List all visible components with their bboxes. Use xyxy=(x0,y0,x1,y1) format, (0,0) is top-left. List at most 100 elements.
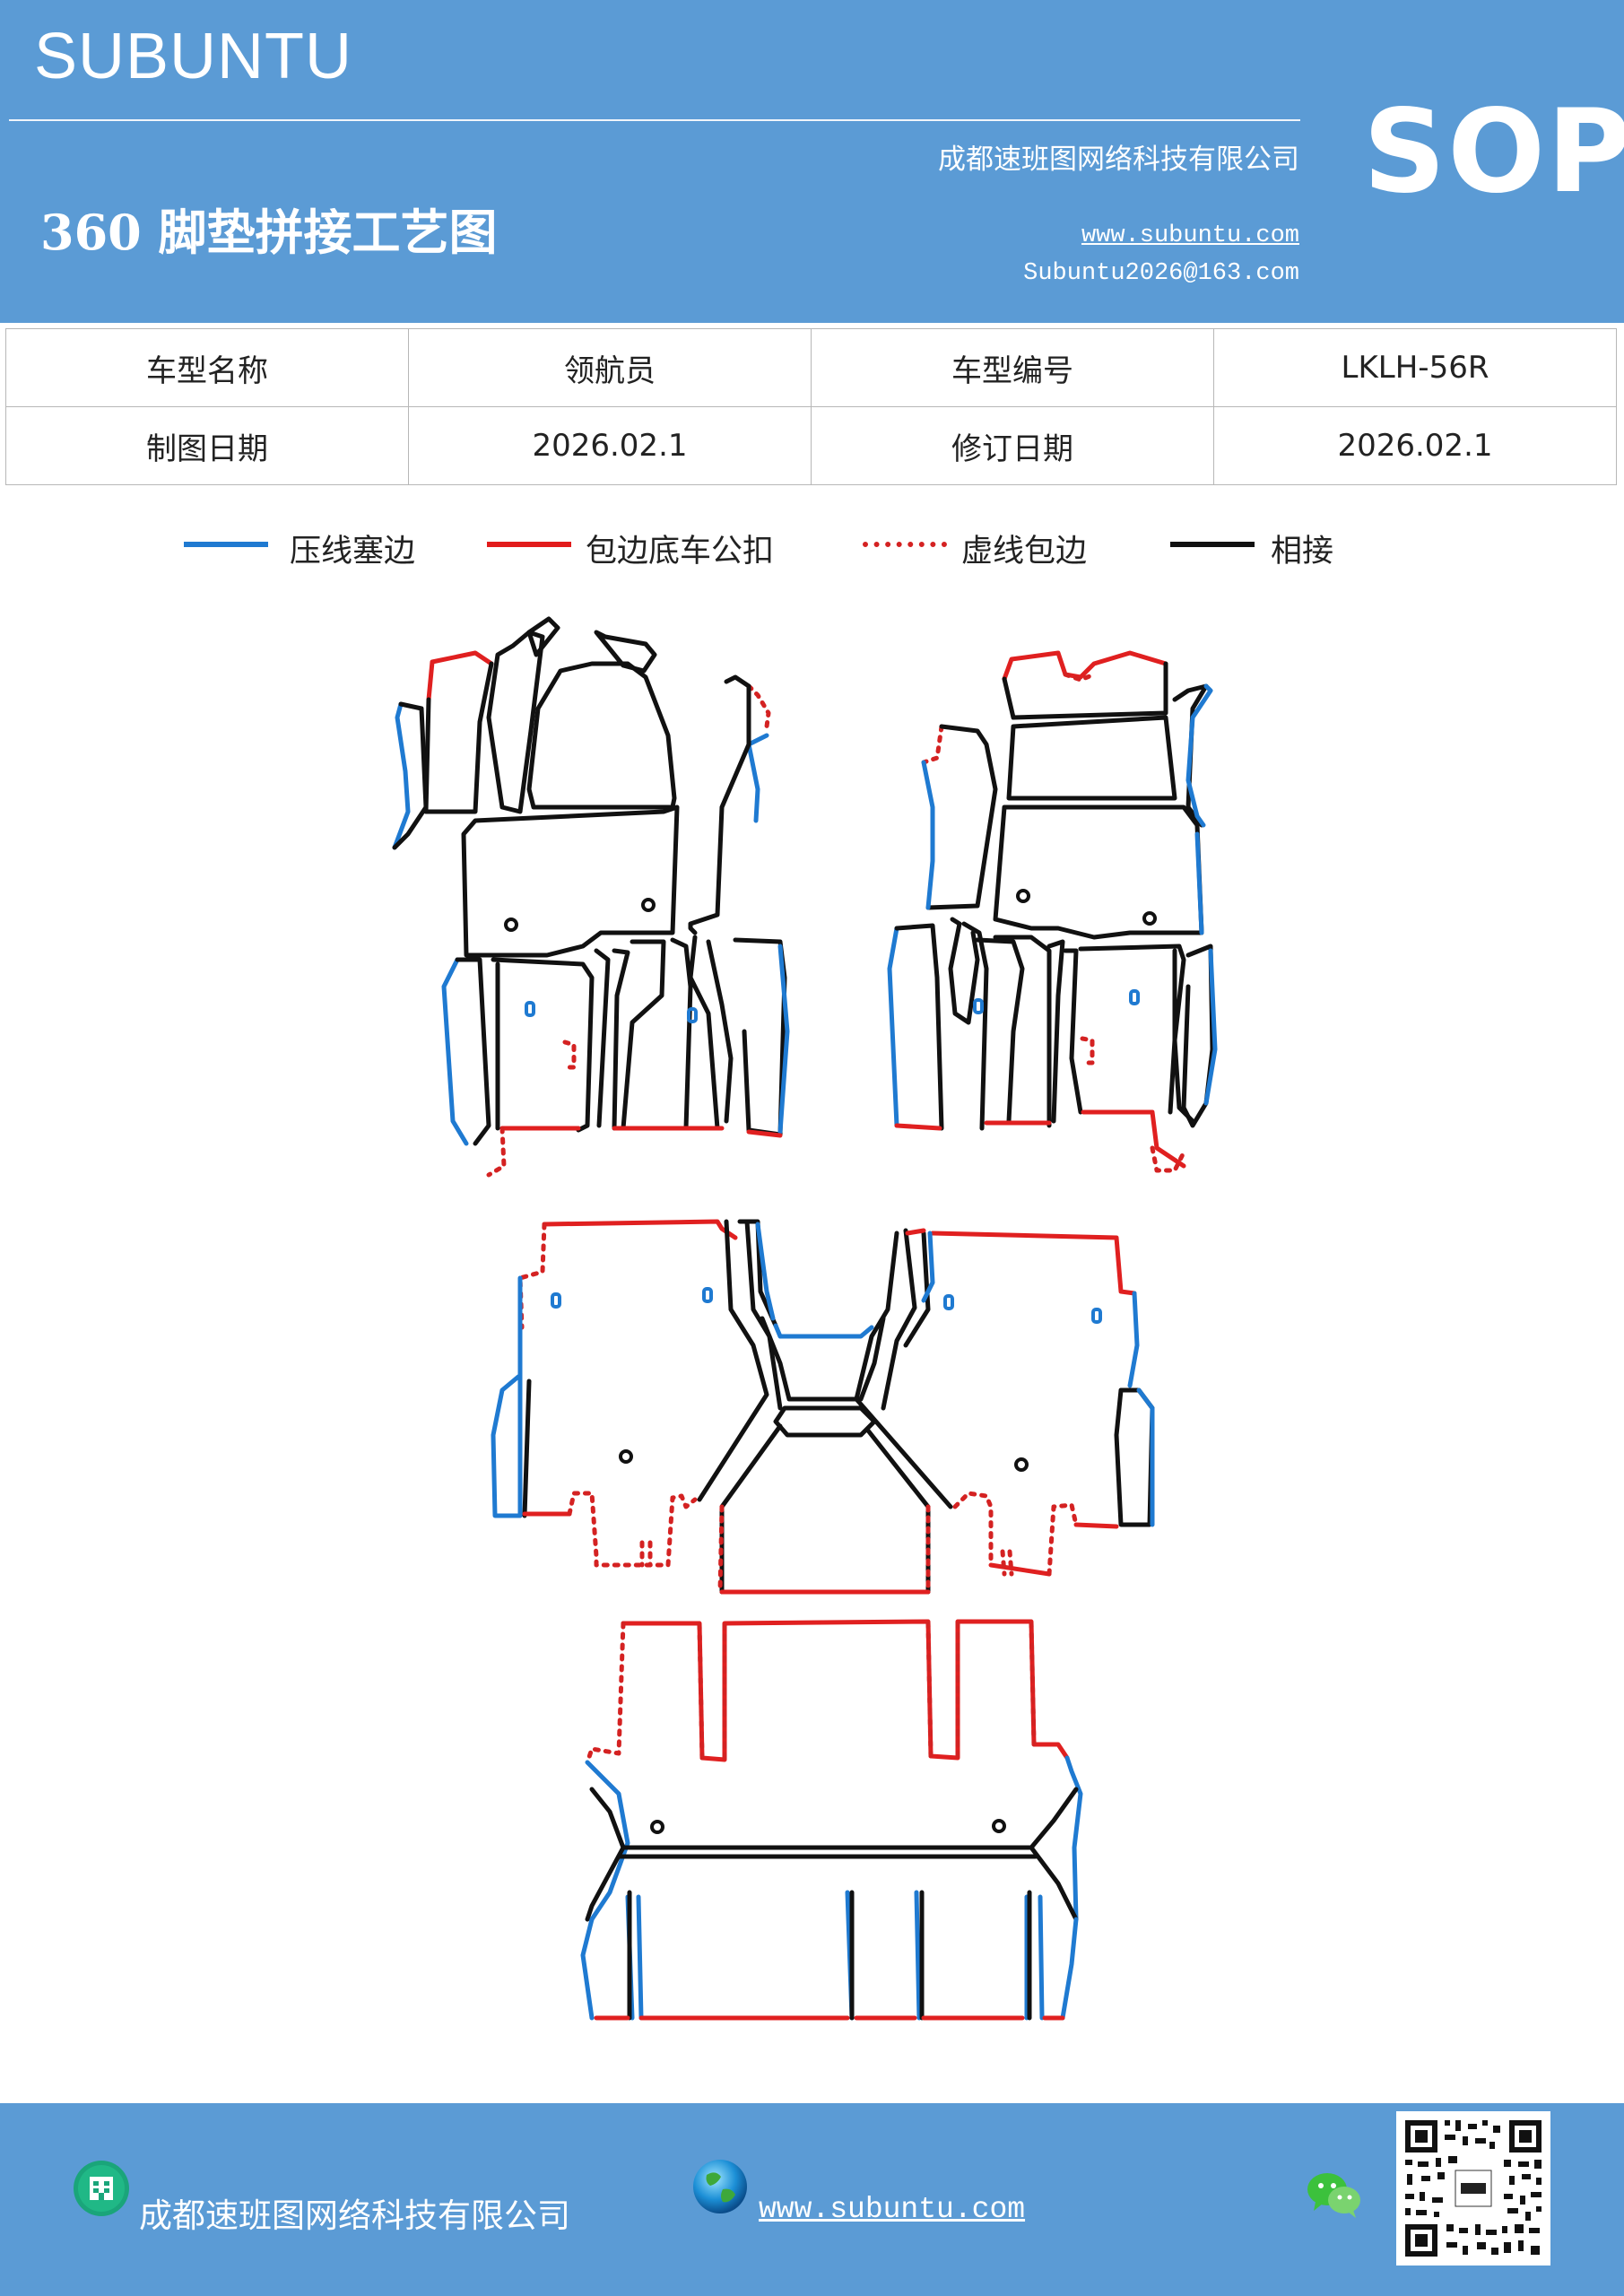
legend-label: 相接 xyxy=(1271,534,1334,570)
join-line xyxy=(1002,661,1168,720)
blue-edge xyxy=(491,1374,523,1518)
join-line xyxy=(925,724,998,910)
join-line xyxy=(1172,683,1209,828)
join-line xyxy=(594,630,657,674)
hole-marker xyxy=(1142,911,1157,926)
vehicle-info-table: 车型名称 领航员 车型编号 LKLH-56R 制图日期 2026.02.1 修订… xyxy=(5,328,1617,485)
dashed-edge xyxy=(1080,1036,1095,1065)
table-row: 制图日期 2026.02.1 修订日期 2026.02.1 xyxy=(5,406,1617,485)
join-line xyxy=(1046,939,1065,1124)
document-title: 360 脚垫拼接工艺图 xyxy=(40,204,498,261)
join-line xyxy=(744,1219,783,1411)
join-line xyxy=(948,917,980,1025)
legend-label: 压线塞边 xyxy=(290,534,416,570)
dashed-edge xyxy=(1046,1502,1079,1577)
blue-edge xyxy=(1136,1387,1155,1527)
blue-edge xyxy=(1127,1291,1140,1388)
blue-edge xyxy=(1194,831,1204,935)
email-address: Subuntu2026@163.com xyxy=(1023,260,1299,287)
table-cell: LKLH-56R xyxy=(1213,328,1617,407)
clip-slot xyxy=(1129,989,1140,1005)
red-edge xyxy=(930,1231,1137,1296)
table-cell: 2026.02.1 xyxy=(408,406,812,485)
join-line xyxy=(903,1231,931,1348)
blue-edge xyxy=(887,926,899,1128)
building-icon xyxy=(74,2161,129,2216)
red-edge xyxy=(905,1228,926,1236)
join-line xyxy=(522,1378,532,1518)
dashed-edge xyxy=(697,1621,1037,1762)
red-edge xyxy=(1002,650,1168,682)
dashed-edge xyxy=(1063,672,1097,683)
join-line xyxy=(688,935,720,1131)
join-line xyxy=(688,674,751,935)
dashed-edge xyxy=(952,1491,994,1568)
dashed-edge xyxy=(567,1491,698,1568)
footer-website-link[interactable]: www.subuntu.com xyxy=(759,2193,1026,2226)
brand-logo-text: SUBUNTU xyxy=(34,21,353,92)
hole-marker xyxy=(504,918,518,932)
blue-edge xyxy=(1060,1917,1079,2021)
red-edge xyxy=(426,650,494,702)
legend-label: 虚线包边 xyxy=(961,534,1088,570)
qr-code xyxy=(1396,2111,1550,2266)
wechat-icon[interactable] xyxy=(1305,2168,1364,2222)
join-line xyxy=(1029,1787,1079,1922)
table-cell: 修订日期 xyxy=(811,406,1214,485)
join-line xyxy=(760,1316,886,1402)
blue-edge xyxy=(580,1917,595,2021)
table-cell: 车型编号 xyxy=(811,328,1214,407)
clip-slot xyxy=(973,998,984,1014)
legend-swatch-blue xyxy=(184,542,268,547)
join-line xyxy=(423,661,494,814)
table-cell: 2026.02.1 xyxy=(1213,406,1617,485)
join-line xyxy=(1063,948,1083,1115)
front-right-mat-group xyxy=(887,650,1218,1173)
third-row-mat-group xyxy=(580,1619,1083,2021)
legend-swatch-black xyxy=(1170,542,1255,547)
join-line xyxy=(719,1423,931,1595)
join-line xyxy=(455,957,491,1146)
sop-badge: SOP xyxy=(1363,85,1624,219)
red-edge xyxy=(988,1562,1052,1577)
join-line xyxy=(881,1228,917,1411)
legend-swatch-dotted-red xyxy=(863,542,947,547)
blue-edge xyxy=(392,701,411,850)
hole-marker xyxy=(992,1819,1006,1833)
blue-edge xyxy=(441,957,469,1146)
dashed-edge xyxy=(562,1039,577,1070)
hole-marker xyxy=(650,1820,664,1834)
join-line xyxy=(854,1231,953,1509)
page-footer: 成都速班图网络科技有限公司 www.subuntu.com xyxy=(0,2103,1624,2296)
red-edge xyxy=(621,1619,1070,1762)
clip-slot xyxy=(1091,1308,1102,1324)
table-cell: 制图日期 xyxy=(5,406,409,485)
footer-company-name: 成都速班图网络科技有限公司 xyxy=(139,2196,570,2235)
red-edge xyxy=(612,1126,783,1138)
red-edge xyxy=(894,1123,942,1131)
red-edge xyxy=(984,1109,1186,1169)
red-edge xyxy=(542,1219,738,1240)
website-link[interactable]: www.subuntu.com xyxy=(1081,222,1299,249)
join-line xyxy=(773,1405,877,1438)
hole-marker xyxy=(641,898,656,912)
dashed-edge xyxy=(486,1126,507,1178)
join-line xyxy=(1078,944,1195,1124)
table-cell: 车型名称 xyxy=(5,328,409,407)
join-line xyxy=(1168,948,1177,1115)
join-line xyxy=(961,921,989,1131)
join-line xyxy=(697,1219,769,1502)
table-row: 车型名称 领航员 车型编号 LKLH-56R xyxy=(5,328,1617,407)
join-line xyxy=(670,937,693,1131)
blue-edge xyxy=(773,1323,874,1339)
blue-edge xyxy=(755,1222,776,1321)
join-line xyxy=(486,630,545,814)
red-edge xyxy=(1073,1522,1119,1529)
blue-edge xyxy=(921,1231,935,1303)
join-line xyxy=(1114,1387,1155,1527)
join-line xyxy=(612,948,630,1131)
clip-slot xyxy=(943,1294,954,1310)
join-line xyxy=(616,1845,1038,1859)
dashed-edge xyxy=(921,724,944,765)
